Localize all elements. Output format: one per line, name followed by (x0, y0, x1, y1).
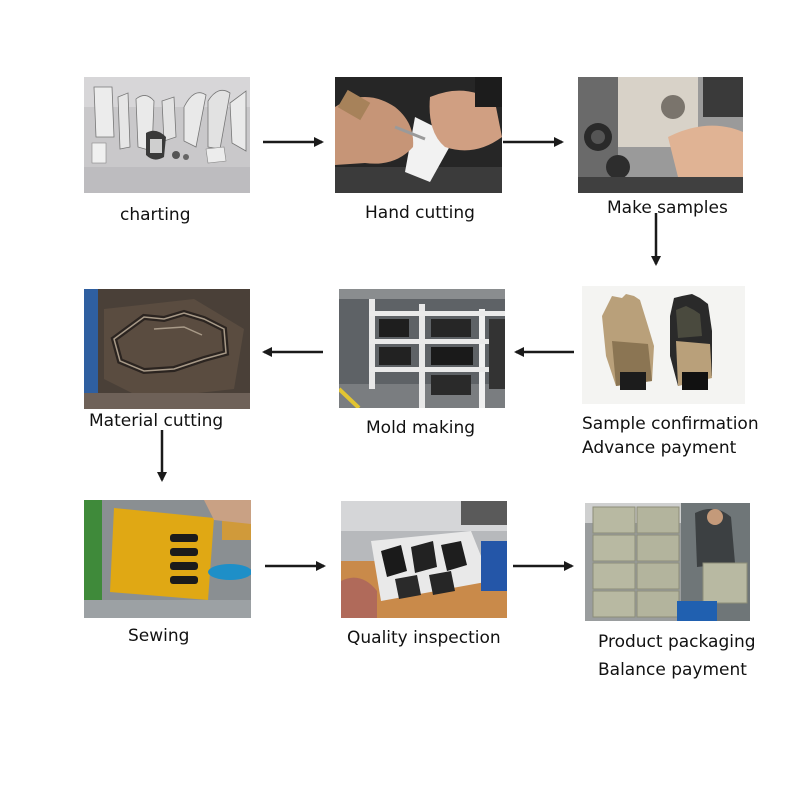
sewing-template-photo (84, 500, 251, 618)
step-label-product-packaging: Product packaging (598, 632, 756, 652)
step-label-material-cutting: Material cutting (89, 411, 224, 431)
sewing-machine-photo (578, 77, 743, 193)
step-label-quality-inspection: Quality inspection (347, 628, 501, 648)
step-label-sample-confirmation: Sample confirmation (582, 414, 759, 434)
step-label-hand-cutting: Hand cutting (365, 203, 475, 223)
step-label-make-samples: Make samples (607, 198, 728, 218)
cutting-die-photo (84, 289, 250, 409)
step-label-mold-making: Mold making (366, 418, 476, 438)
step-label-advance-payment: Advance payment (582, 438, 737, 458)
step-label-charting: charting (120, 205, 191, 225)
cartons-photo (585, 503, 750, 621)
step-label-sewing: Sewing (128, 626, 190, 646)
paper-patterns-photo (84, 77, 250, 193)
step-label-balance-payment: Balance payment (598, 660, 747, 680)
glove-pile-photo (341, 501, 507, 618)
tactical-gloves-photo (582, 286, 745, 404)
hand-cutting-photo (335, 77, 502, 193)
mold-shelves-photo (339, 289, 505, 408)
